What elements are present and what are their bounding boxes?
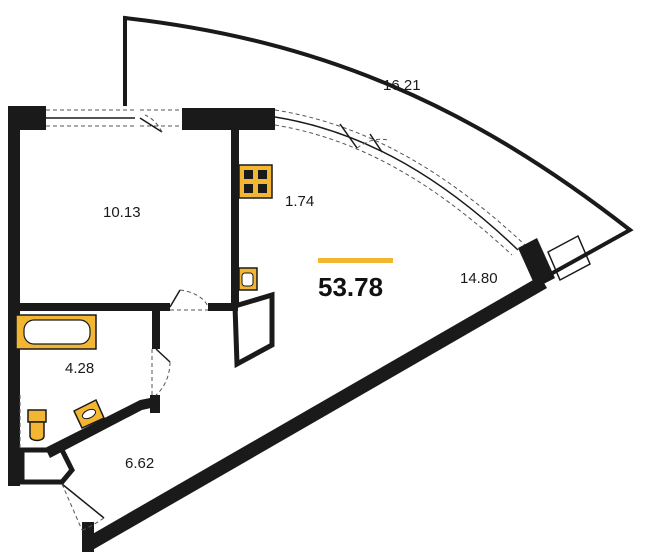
room-area-kitchen-niche: 1.74 xyxy=(285,193,314,210)
room-area-hallway: 6.62 xyxy=(125,455,154,472)
room-area-balcony: 16.21 xyxy=(383,77,421,94)
door-bathroom xyxy=(151,348,171,396)
toilet-icon xyxy=(27,409,47,442)
total-area-accent-bar xyxy=(318,258,393,263)
washbasin-icon xyxy=(73,398,105,429)
room-area-bathroom: 4.28 xyxy=(65,360,94,377)
room-area-bedroom: 10.13 xyxy=(103,204,141,221)
door-entrance xyxy=(61,483,105,531)
outer-walls xyxy=(8,106,555,552)
balcony-outline xyxy=(123,15,634,282)
kitchen-sink-icon xyxy=(238,267,258,291)
stove-icon xyxy=(238,164,273,199)
curved-window xyxy=(274,109,526,256)
room-area-living-room: 14.80 xyxy=(460,270,498,287)
bedroom-window xyxy=(46,109,182,133)
bathtub-icon xyxy=(15,314,97,350)
door-bedroom xyxy=(169,289,209,311)
total-area: 53.78 xyxy=(318,272,383,302)
interior-walls xyxy=(18,128,275,485)
